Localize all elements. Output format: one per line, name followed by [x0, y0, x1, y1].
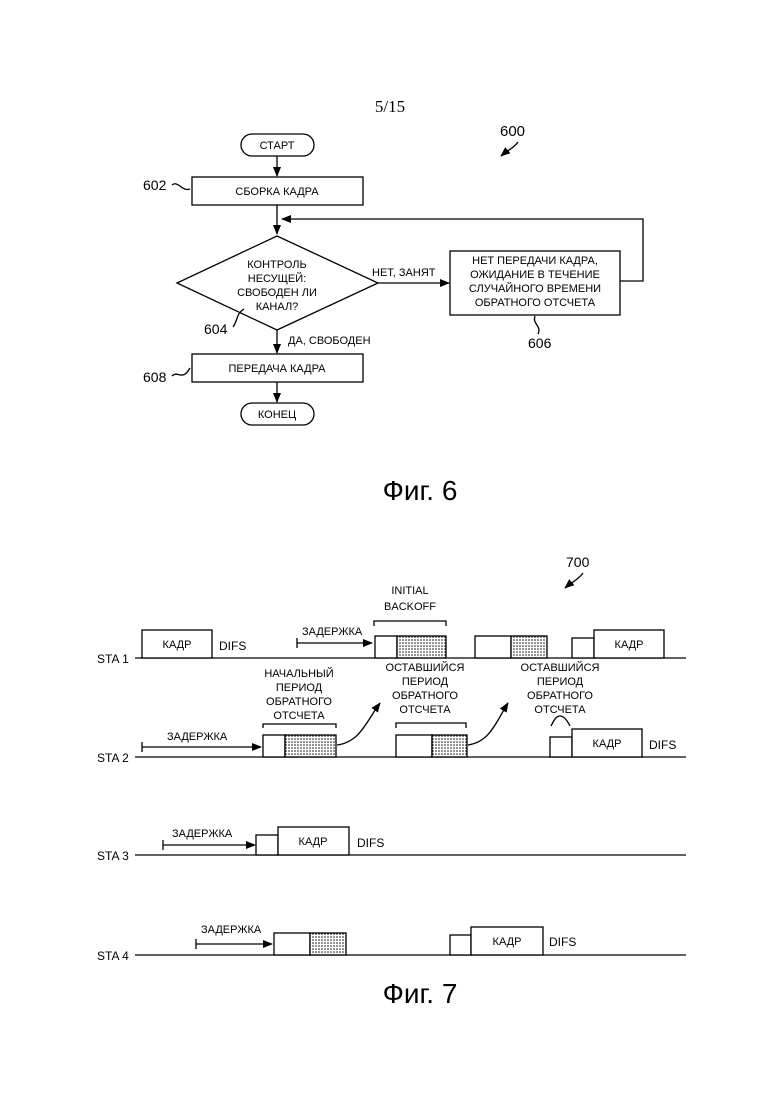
sta4-backoff [310, 933, 346, 955]
sta2-frame-label: КАДР [593, 738, 622, 750]
figure-6-flowchart: 600 СТАРТ СБОРКА КАДРА 602 КОНТРОЛЬ НЕСУ… [143, 123, 643, 506]
sta2-backoff-2 [432, 735, 467, 757]
wait-line-1: НЕТ ПЕРЕДАЧИ КАДРА, [472, 255, 598, 267]
remaining-period-a-line-3: ОБРАТНОГО [392, 690, 458, 702]
sta3-label: STA 3 [97, 849, 129, 863]
figure-6-caption: Фиг. 6 [383, 475, 458, 506]
ref-700: 700 [566, 554, 590, 570]
sta3-difs: DIFS [357, 836, 384, 850]
remaining-period-a-bracket [396, 723, 466, 728]
sta1-label: STA 1 [97, 652, 129, 666]
initial-backoff-line-1: INITIAL [391, 585, 428, 597]
sta2-defer-arrow-1 [337, 703, 380, 745]
sta3-frame-label: КАДР [299, 836, 328, 848]
wait-line-2: ОЖИДАНИЕ В ТЕЧЕНИЕ [470, 269, 600, 281]
wait-line-3: СЛУЧАЙНОГО ВРЕМЕНИ [469, 282, 601, 295]
sta4-slot [274, 933, 310, 955]
initial-period-line-3: ОБРАТНОГО [266, 696, 332, 708]
sta2-difs-slot-1 [263, 735, 285, 757]
sta3-timeline: STA 3 ЗАДЕРЖКА КАДР DIFS [97, 827, 686, 863]
sta3-delay-label: ЗАДЕРЖКА [172, 828, 233, 840]
initial-period-line-2: ПЕРИОД [276, 682, 323, 694]
sta4-difs: DIFS [549, 935, 576, 949]
sta4-difs-slot [450, 935, 471, 955]
end-label: КОНЕЦ [258, 409, 296, 421]
remaining-period-a-line-4: ОТСЧЕТА [399, 704, 451, 716]
initial-backoff-line-2: BACKOFF [384, 601, 436, 613]
page-number: 5/15 [375, 97, 405, 116]
sta1-backoff-2 [511, 636, 547, 658]
initial-period-line-1: НАЧАЛЬНЫЙ [264, 667, 333, 680]
sta4-label: STA 4 [97, 949, 129, 963]
sta1-slot-2 [475, 636, 511, 658]
sta1-backoff-1 [397, 636, 446, 658]
sta3-difs-slot [256, 835, 278, 855]
transmit-frame-label: ПЕРЕДАЧА КАДРА [228, 363, 326, 375]
decision-line-4: КАНАЛ? [256, 301, 299, 313]
sta4-frame-label: КАДР [493, 936, 522, 948]
ref-608: 608 [143, 369, 167, 385]
sta2-label: STA 2 [97, 751, 129, 765]
ref-602: 602 [143, 177, 167, 193]
decision-line-1: КОНТРОЛЬ [247, 259, 306, 271]
remaining-period-b-line-4: ОТСЧЕТА [534, 704, 586, 716]
remaining-period-b-line-3: ОБРАТНОГО [527, 690, 593, 702]
sta2-difs: DIFS [649, 738, 676, 752]
remaining-period-b-line-2: ПЕРИОД [537, 676, 584, 688]
remaining-period-a-line-1: ОСТАВШИЙСЯ [386, 661, 465, 674]
sta1-frame-1-label: КАДР [163, 639, 192, 651]
sta4-delay-label: ЗАДЕРЖКА [201, 924, 262, 936]
ref-608-leader [172, 368, 190, 376]
initial-period-line-4: ОТСЧЕТА [273, 710, 325, 722]
assemble-frame-label: СБОРКА КАДРА [235, 186, 319, 198]
decision-line-2: НЕСУЩЕЙ: [248, 272, 306, 285]
initial-backoff-bracket [374, 621, 446, 626]
sta2-backoff-1 [285, 735, 336, 757]
ref-700-arrow [565, 573, 583, 588]
initial-period-bracket [263, 724, 336, 728]
ref-600-arrow [501, 142, 518, 156]
figure-7-caption: Фиг. 7 [383, 978, 458, 1009]
remaining-period-a-line-2: ПЕРИОД [402, 676, 449, 688]
sta2-defer-arrow-2 [468, 703, 508, 745]
sta1-difs-1: DIFS [219, 639, 246, 653]
sta2-delay-label: ЗАДЕРЖКА [167, 731, 228, 743]
remaining-period-b-bracket [551, 716, 570, 726]
ref-600: 600 [500, 123, 525, 140]
sta2-slot-2 [396, 735, 432, 757]
ref-606: 606 [528, 335, 552, 351]
yes-free-label: ДА, СВОБОДЕН [288, 335, 371, 347]
sta1-difs-slot-3 [572, 638, 594, 658]
figure-7-timing-diagram: 700 STA 1 КАДР DIFS ЗАДЕРЖКА INITIAL BAC… [97, 554, 686, 1009]
ref-606-leader [534, 316, 539, 334]
sta4-timeline: STA 4 ЗАДЕРЖКА КАДР DIFS [97, 924, 686, 963]
sta1-timeline: STA 1 КАДР DIFS ЗАДЕРЖКА INITIAL BACKOFF… [97, 585, 686, 666]
start-label: СТАРТ [260, 140, 295, 152]
sta2-timeline: STA 2 ЗАДЕРЖКА НАЧАЛЬНЫЙ ПЕРИОД ОБРАТНОГ… [97, 661, 686, 765]
ref-604: 604 [204, 321, 228, 337]
sta1-frame-2-label: КАДР [615, 639, 644, 651]
ref-602-leader [172, 184, 190, 190]
wait-line-4: ОБРАТНОГО ОТСЧЕТА [475, 297, 596, 309]
decision-line-3: СВОБОДЕН ЛИ [237, 287, 317, 299]
sta1-difs-slot-1 [375, 636, 397, 658]
no-busy-label: НЕТ, ЗАНЯТ [372, 267, 436, 279]
remaining-period-b-line-1: ОСТАВШИЙСЯ [521, 661, 600, 674]
sta1-delay-label: ЗАДЕРЖКА [302, 626, 363, 638]
sta2-difs-slot-3 [550, 737, 572, 757]
